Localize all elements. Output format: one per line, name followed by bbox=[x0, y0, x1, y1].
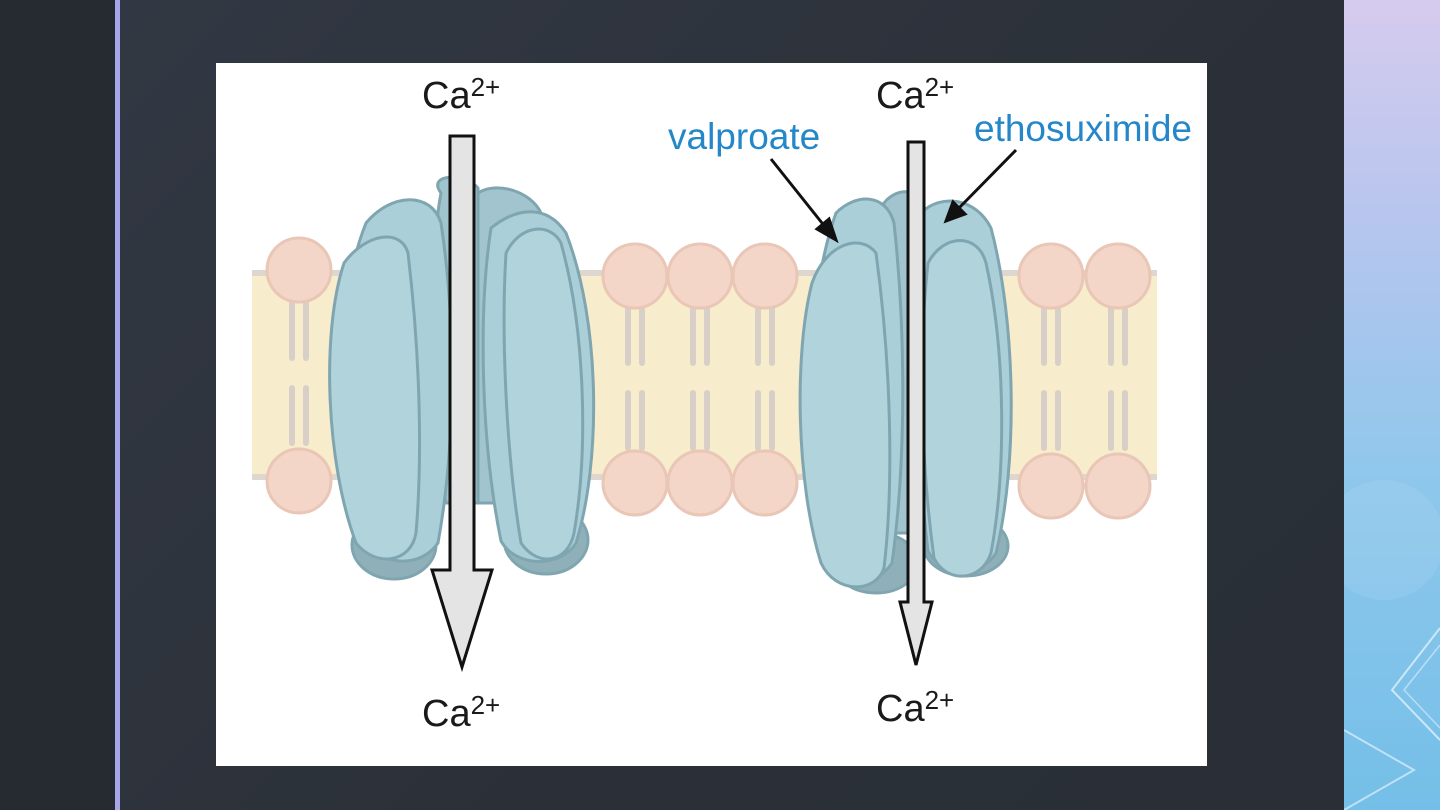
left-band bbox=[0, 0, 115, 810]
ca-label-left-bottom: Ca2+ bbox=[422, 690, 500, 735]
blocked-calcium-channel bbox=[798, 190, 1013, 595]
ca-label-right-top: Ca2+ bbox=[876, 72, 954, 117]
ethosuximide-label: ethosuximide bbox=[974, 108, 1192, 149]
lipid-heads bbox=[265, 236, 1152, 520]
ca-label-left-top: Ca2+ bbox=[422, 72, 500, 117]
ca-label-right-bottom: Ca2+ bbox=[876, 685, 954, 730]
valproate-label: valproate bbox=[668, 116, 820, 157]
calcium-flow-arrow-large bbox=[429, 134, 495, 673]
chevron-decoration-icon bbox=[1344, 480, 1440, 810]
calcium-channel-figure: Ca2+ Ca2+ Ca2+ Ca2+ valproate ethosuximi… bbox=[216, 63, 1207, 766]
calcium-flow-arrow-small bbox=[898, 140, 934, 666]
drug-pointer-arrows bbox=[769, 148, 1018, 244]
lipid-tails bbox=[289, 300, 1128, 451]
membrane-diagram: Ca2+ Ca2+ Ca2+ Ca2+ valproate ethosuximi… bbox=[252, 72, 1192, 735]
accent-line bbox=[115, 0, 120, 810]
decorative-side-panel bbox=[1344, 0, 1440, 810]
